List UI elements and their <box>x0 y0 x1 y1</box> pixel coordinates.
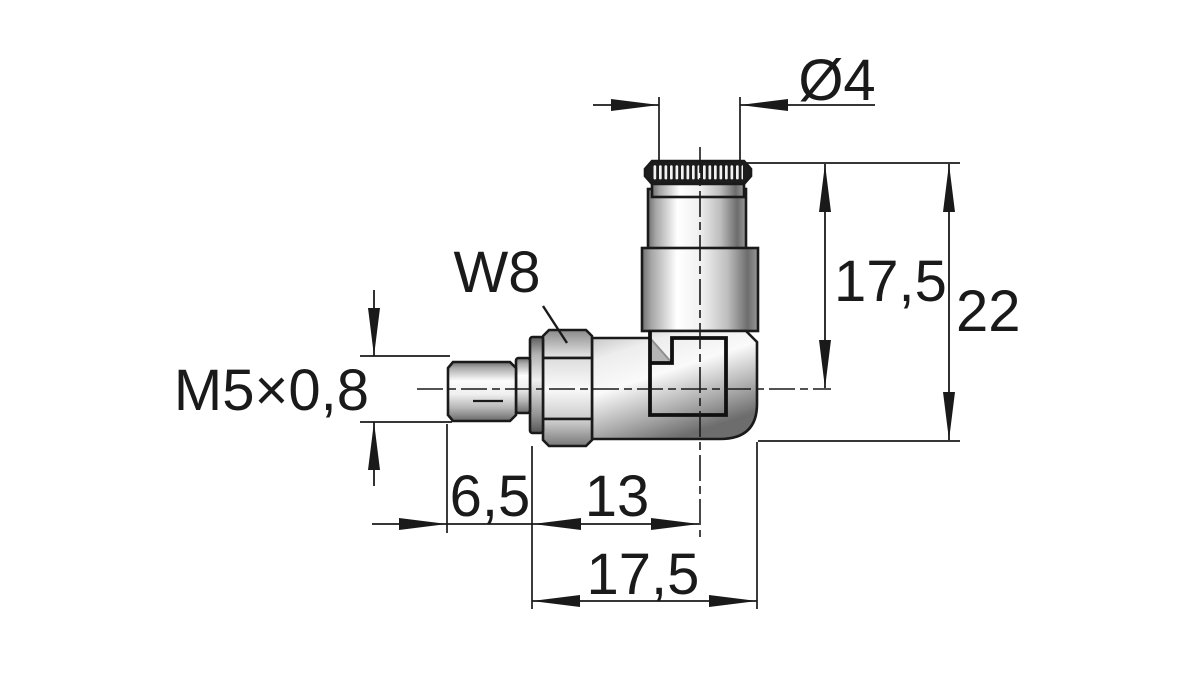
wrench-size-label: W8 <box>454 240 541 305</box>
release-collar-knurling <box>653 164 743 181</box>
dim-overall-height: 22 <box>758 164 1021 442</box>
hex-nut-bottom-facet <box>541 417 594 448</box>
axis-offset-label: 13 <box>585 464 650 529</box>
inner-bore-outline <box>648 331 728 417</box>
dim-thread: M5×0,8 <box>174 290 452 486</box>
stud-length-label: 6,5 <box>450 464 531 529</box>
flange <box>528 335 545 435</box>
elbow-chamfer-line <box>649 337 673 364</box>
dim-axis-offset: 13 <box>533 464 699 530</box>
label-wrench-size: W8 <box>454 240 569 344</box>
wrench-size-leader-line <box>541 305 569 344</box>
height-to-axis-label: 17,5 <box>834 249 947 314</box>
dim-stud-length: 6,5 <box>372 424 533 533</box>
dim-tube-diameter: Ø4 <box>593 48 876 160</box>
overall-length-label: 17,5 <box>587 542 700 607</box>
dim-height-to-axis: 17,5 <box>746 162 960 388</box>
overall-height-label: 22 <box>956 279 1021 344</box>
threaded-stud <box>446 360 518 423</box>
vertical-port-upper-cylinder <box>646 187 748 251</box>
washer-ring <box>514 356 532 415</box>
elbow-body <box>590 329 759 441</box>
centerlines <box>417 147 831 537</box>
tube-diameter-label: Ø4 <box>798 48 875 113</box>
dim-overall-length: 17,5 <box>531 442 758 609</box>
hex-nut-top-facet <box>541 328 594 360</box>
thread-size-label: M5×0,8 <box>174 358 369 423</box>
